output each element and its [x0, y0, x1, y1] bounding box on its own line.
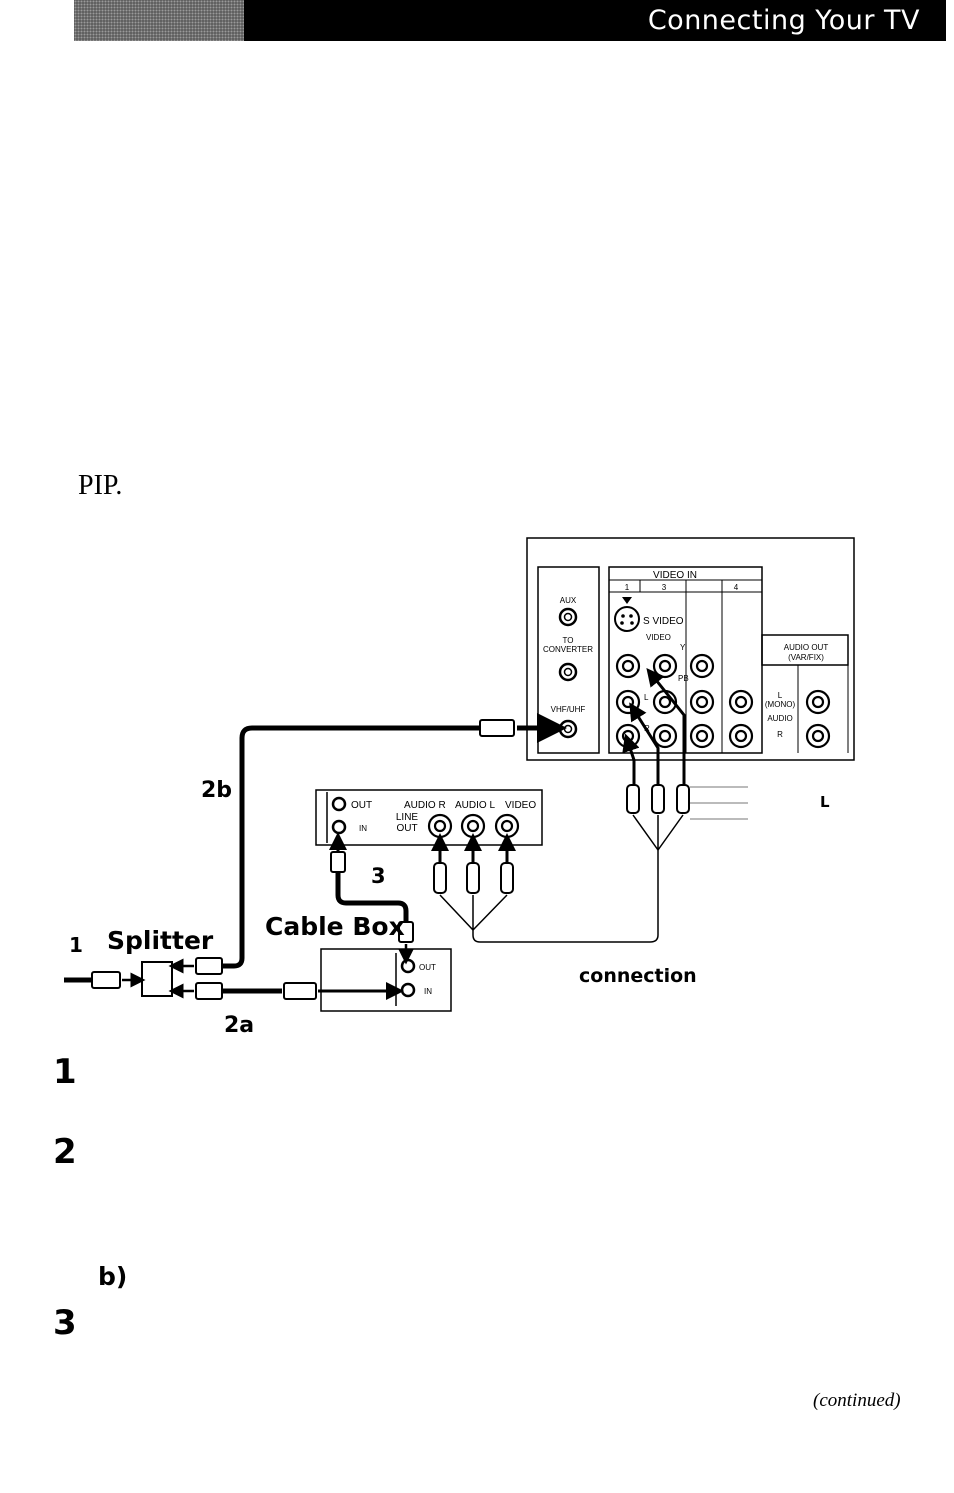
- col-3-label: 3: [662, 583, 667, 592]
- vhf-uhf-label: VHF/UHF: [551, 705, 586, 714]
- audio-r-label: R: [777, 730, 783, 739]
- cable-box-in-jack: [400, 982, 416, 998]
- audio-out-label: AUDIO OUT: [784, 643, 829, 652]
- l-input-label: L: [644, 693, 649, 702]
- step-3-number: 3: [53, 1303, 77, 1343]
- coax-connectors: [91, 719, 515, 1000]
- s-video-marker: [622, 597, 632, 604]
- coax-cables: [64, 725, 480, 994]
- var-fix-label: (VAR/FIX): [788, 653, 824, 662]
- mono-label: (MONO): [765, 700, 796, 709]
- converter-label: CONVERTER: [543, 645, 593, 654]
- av-input-arrows: [622, 667, 686, 785]
- vcr-audio-r-label: AUDIO R: [404, 800, 446, 811]
- pip-text: PIP.: [78, 470, 123, 501]
- header-pattern: [74, 0, 244, 41]
- cable-box-title: Cable Box: [265, 912, 405, 941]
- cable-box-out-jack: [400, 958, 416, 974]
- vcr-in-jack: [331, 819, 347, 835]
- continued-note: (continued): [813, 1390, 901, 1411]
- step-3-label: 3: [371, 864, 386, 888]
- cable-box-in-label: IN: [424, 987, 432, 996]
- y-label: Y: [680, 643, 686, 652]
- s-video-label: S VIDEO: [643, 616, 684, 627]
- splitter-label: Splitter: [107, 926, 214, 955]
- vcr-out-jack: [331, 796, 347, 812]
- tv-rca-plugs: [626, 784, 690, 814]
- pb-label: PB: [678, 674, 689, 683]
- step-2-number: 2: [53, 1132, 77, 1172]
- s-video-jack: [614, 606, 640, 632]
- right-l-label: L: [820, 793, 830, 811]
- vcr-audio-l-label: AUDIO L: [455, 800, 495, 811]
- vcr-out-label: OUT: [351, 800, 372, 811]
- leader-lines: [690, 786, 748, 820]
- connection-label: connection: [579, 965, 697, 987]
- col-1-label: 1: [625, 583, 630, 592]
- video-small-label: VIDEO: [646, 633, 671, 642]
- rca-cable: [439, 814, 684, 943]
- vhf-uhf-jack: [558, 719, 578, 739]
- step-1-number: 1: [53, 1052, 77, 1092]
- splitter-arrows: [122, 944, 414, 999]
- vcr-in-label: IN: [359, 824, 367, 833]
- cable-box-out-label: OUT: [419, 963, 436, 972]
- step-2b-label: 2b: [201, 778, 232, 803]
- splitter-number: 1: [69, 933, 83, 957]
- step-2b-sub: b): [98, 1262, 128, 1291]
- cable-box: OUT IN: [320, 948, 452, 1012]
- audio-label: AUDIO: [767, 714, 792, 723]
- to-converter-jack: [558, 662, 578, 682]
- splitter-body: [141, 961, 173, 997]
- vcr-video-label: VIDEO: [505, 800, 536, 811]
- aux-jack: [558, 607, 578, 627]
- vcr-line-out-label: OUT: [396, 823, 417, 834]
- header-title: Connecting Your TV: [647, 5, 920, 36]
- aux-label: AUX: [560, 596, 577, 605]
- video-in-label: VIDEO IN: [653, 570, 697, 581]
- tv-back-panel: AUX TO CONVERTER VHF/UHF VIDEO IN 1 3 4 …: [526, 537, 855, 761]
- vcr-panel: OUT IN AUDIO R AUDIO L VIDEO LINE OUT: [315, 789, 543, 894]
- audio-l-label: L: [778, 691, 783, 700]
- col-4-label: 4: [734, 583, 739, 592]
- to-label: TO: [563, 636, 574, 645]
- step-2a-label: 2a: [224, 1013, 254, 1038]
- page-header: Connecting Your TV: [74, 0, 946, 41]
- vcr-line-label: LINE: [396, 812, 419, 823]
